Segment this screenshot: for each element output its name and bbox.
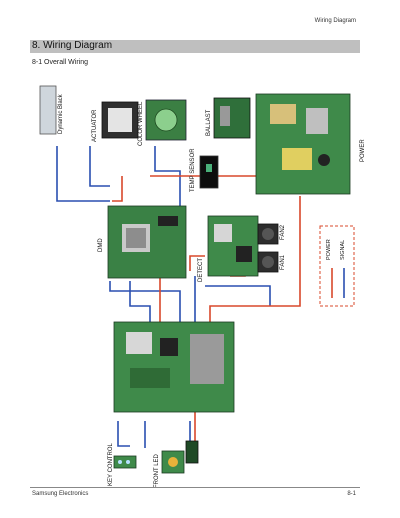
- color-wheel-label: COLOR WHEEL: [138, 101, 144, 146]
- dmd-label: DMD: [98, 238, 104, 252]
- legend-signal-label: SIGNAL: [340, 240, 346, 260]
- ballast-label: BALLAST: [206, 109, 212, 136]
- wiring-diagram: Dynamic Black ACTUATOR COLOR WHEEL BALLA…: [39, 85, 366, 488]
- page-subtitle: 8-1 Overall Wiring: [32, 59, 89, 66]
- footer-company: Samsung Electronics: [32, 491, 89, 497]
- section-header: Wiring Diagram: [314, 18, 356, 24]
- fan1-label: FAN1: [280, 254, 286, 270]
- connector-strip: [185, 440, 199, 464]
- page-title: 8. Wiring Diagram: [32, 40, 113, 51]
- footer-divider: [30, 487, 360, 488]
- legend-box: [319, 225, 355, 307]
- actuator-label: ACTUATOR: [92, 109, 98, 142]
- fan2-label: FAN2: [280, 224, 286, 240]
- ballast-module: [213, 97, 251, 139]
- key-control-label: KEY CONTROL: [108, 442, 114, 486]
- footer-page-number: 8-1: [347, 491, 356, 497]
- dynamic-black-module: [39, 85, 57, 135]
- detect-label: DETECT: [198, 258, 204, 282]
- front-led-label: FRONT LED: [154, 453, 160, 488]
- title-bar: [30, 40, 360, 53]
- legend-power-label: POWER: [326, 239, 332, 260]
- temp-sensor-label: TEMP SENSOR: [190, 148, 196, 192]
- dynamic-black-label: Dynamic Black: [58, 93, 64, 134]
- key-control-board: [113, 455, 137, 469]
- signal-wires: [56, 146, 271, 451]
- power-board-label: POWER: [360, 139, 366, 162]
